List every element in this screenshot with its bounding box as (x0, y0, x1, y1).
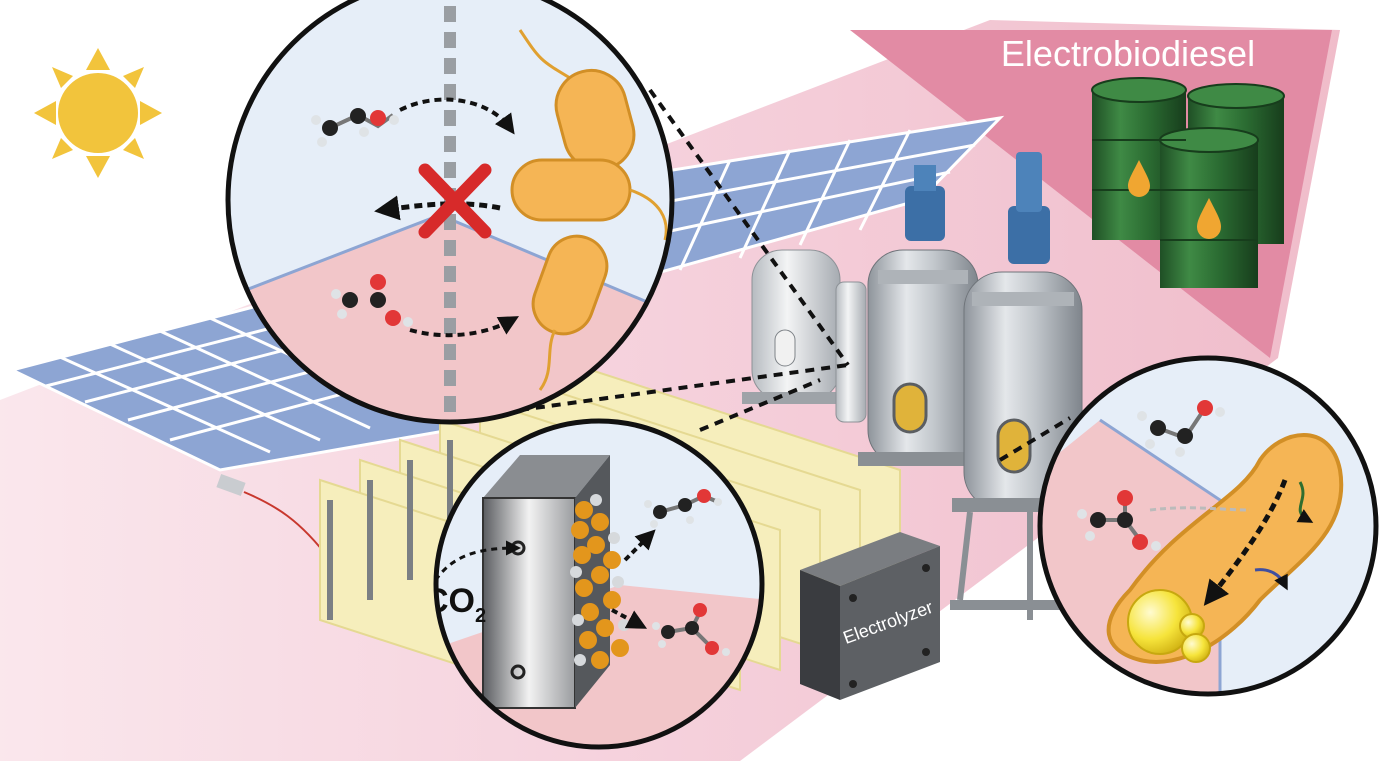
acetate-molecule-icon (652, 603, 730, 656)
oil-barrel-icon (1091, 77, 1285, 288)
acetate-molecule-icon (1077, 490, 1161, 551)
fuel-drop-icon (1197, 198, 1221, 239)
lipid-droplet-icon (1127, 589, 1211, 663)
catalyst-particles (570, 494, 630, 669)
ethanol-molecule-icon (311, 108, 399, 147)
zoom-bacterium (1037, 355, 1379, 697)
product-label: Electrobiodiesel (1001, 33, 1255, 74)
bacterium-icon (510, 158, 668, 241)
co2-label: CO2 (424, 582, 486, 627)
electrolyzer-icon: Electrolyzer (800, 532, 940, 700)
zoom-connectors (519, 88, 1072, 462)
zoom-membrane (225, 0, 675, 425)
bioreactor-icon (742, 152, 1110, 620)
ethanol-molecule-icon (644, 489, 722, 528)
bacterium-icon (531, 234, 609, 391)
acetate-molecule-icon (331, 274, 413, 327)
sun-icon (34, 48, 162, 178)
zoom-electrode: CO2 (424, 418, 765, 750)
ethanol-molecule-icon (1137, 400, 1225, 457)
blocked-x-icon (418, 163, 492, 239)
fuel-drop-icon (1128, 160, 1150, 197)
